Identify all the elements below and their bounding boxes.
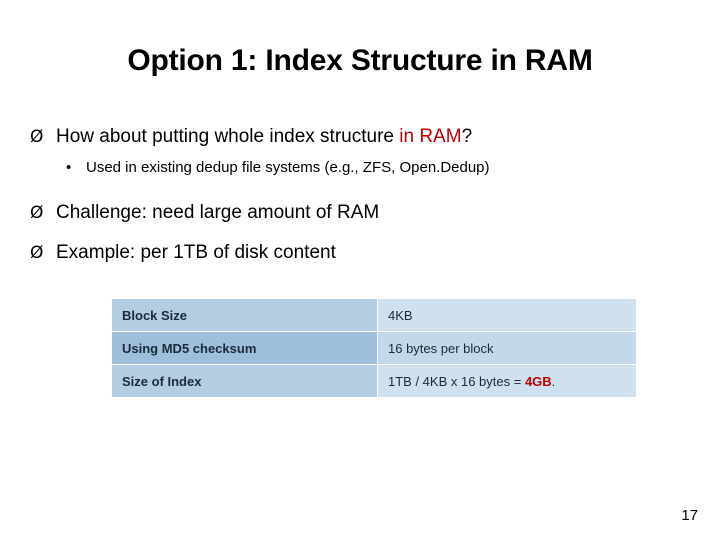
bullet-text-2: Challenge: need large amount of RAM bbox=[56, 202, 380, 223]
slide-body: Ø How about putting whole index structur… bbox=[30, 126, 690, 268]
sub-bullet-marker-icon: • bbox=[66, 159, 72, 176]
bullet-marker-icon: Ø bbox=[30, 203, 44, 223]
bullet-item-3: Ø Example: per 1TB of disk content bbox=[30, 242, 690, 264]
bullet-marker-icon: Ø bbox=[30, 127, 44, 147]
table-cell-value: 16 bytes per block bbox=[377, 331, 637, 365]
table-cell-value-part-0: 1TB / 4KB x 16 bytes = bbox=[388, 373, 525, 389]
table-row: Using MD5 checksum 16 bytes per block bbox=[111, 331, 637, 365]
bullet-text-1-part-0: How about putting whole index structure bbox=[56, 126, 400, 147]
table-cell-value-part-0: 16 bytes per block bbox=[388, 340, 494, 356]
table-cell-value: 4KB bbox=[377, 298, 637, 332]
bullet-item-1: Ø How about putting whole index structur… bbox=[30, 126, 690, 148]
bullet-text-1-part-2: ? bbox=[461, 126, 473, 147]
table-cell-value-part-1: 4GB bbox=[524, 373, 552, 389]
table-cell-label: Using MD5 checksum bbox=[111, 331, 378, 365]
table-cell-value-part-2: . bbox=[551, 373, 556, 389]
sub-bullet-text-1: Used in existing dedup file systems (e.g… bbox=[86, 159, 490, 176]
index-size-table: Block Size 4KB Using MD5 checksum 16 byt… bbox=[111, 298, 637, 398]
page-number: 17 bbox=[681, 507, 698, 524]
bullet-text-1: How about putting whole index structure … bbox=[56, 126, 690, 148]
bullet-marker-icon: Ø bbox=[30, 243, 44, 263]
page-title: Option 1: Index Structure in RAM bbox=[127, 44, 593, 77]
spacer-2 bbox=[30, 228, 690, 242]
bullet-text-1-part-1: in RAM bbox=[399, 126, 462, 147]
spacer-1 bbox=[30, 176, 690, 202]
bullet-text-3: Example: per 1TB of disk content bbox=[56, 242, 336, 263]
table-cell-label: Block Size bbox=[111, 298, 378, 332]
sub-bullet-item-1: • Used in existing dedup file systems (e… bbox=[66, 159, 690, 176]
table-row: Size of Index 1TB / 4KB x 16 bytes = 4GB… bbox=[111, 364, 637, 398]
bullet-item-2: Ø Challenge: need large amount of RAM bbox=[30, 202, 690, 224]
table-cell-value-part-0: 4KB bbox=[388, 307, 413, 323]
table-cell-value: 1TB / 4KB x 16 bytes = 4GB. bbox=[377, 364, 637, 398]
table-cell-label: Size of Index bbox=[111, 364, 378, 398]
table-row: Block Size 4KB bbox=[111, 298, 637, 332]
